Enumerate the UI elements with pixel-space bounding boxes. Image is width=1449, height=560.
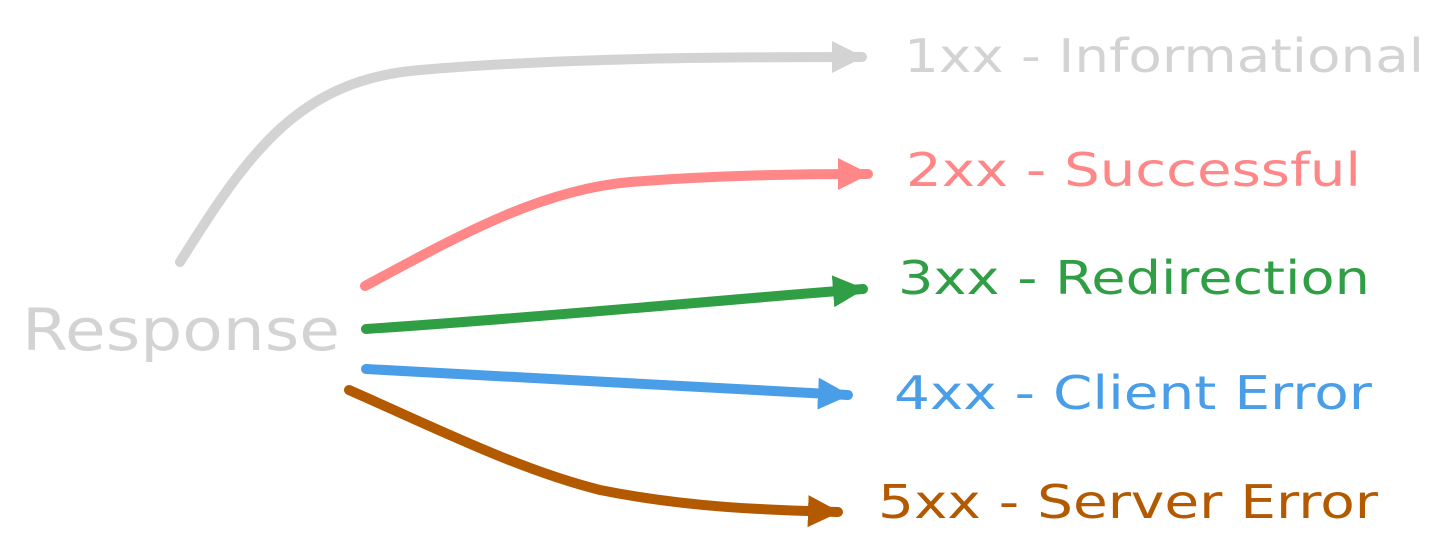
arrow-2xx xyxy=(360,158,873,291)
arrow-5xx xyxy=(344,385,843,528)
label-5xx-server-error: 5xx - Server Error xyxy=(878,475,1378,529)
arrow-4xx xyxy=(361,364,853,410)
label-4xx-client-error: 4xx - Client Error xyxy=(894,366,1372,420)
arrow-1xx xyxy=(175,41,867,267)
label-3xx-redirection: 3xx - Redirection xyxy=(898,251,1370,305)
label-2xx-successful: 2xx - Successful xyxy=(906,143,1361,197)
arrow-3xx xyxy=(361,275,868,334)
source-label: Response xyxy=(22,296,340,364)
label-1xx-informational: 1xx - Informational xyxy=(904,29,1424,83)
